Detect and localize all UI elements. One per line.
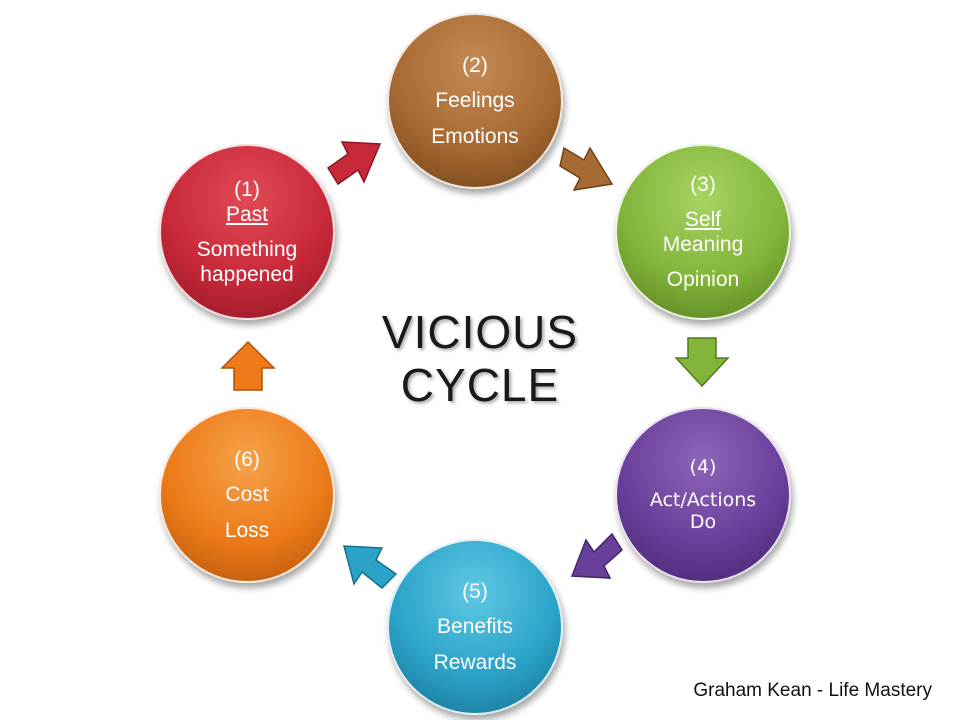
node-act-line-1: (4): [689, 455, 717, 478]
node-past-line-2: Past: [225, 202, 269, 226]
node-feelings-line-1: (2): [462, 54, 488, 78]
node-act-line-2: Act/Actions: [649, 488, 757, 511]
node-feelings-line-2: Feelings: [435, 89, 515, 113]
center-title: VICIOUS CYCLE: [330, 306, 630, 412]
arrow-feelings-to-self-icon: [559, 146, 614, 191]
node-self-line-4: Opinion: [666, 268, 740, 292]
node-past-line-1: (1): [234, 177, 260, 201]
arrow-act-to-benefits-icon: [570, 532, 623, 579]
arrow-past-to-feelings-icon: [326, 141, 382, 186]
arrow-self-to-act-icon: [674, 337, 730, 388]
node-benefits-line-1: (5): [462, 580, 488, 604]
node-self-line-2: Self: [684, 207, 722, 231]
node-benefits-line-2: Benefits: [437, 615, 513, 639]
arrow-cost-to-past-icon: [220, 340, 276, 391]
node-self-line-3: Meaning: [662, 233, 744, 256]
node-cost-line-3: Loss: [224, 518, 270, 542]
node-self-line-1: (3): [690, 172, 716, 196]
node-act-line-3: Do: [689, 511, 717, 534]
center-title-line-2: CYCLE: [400, 358, 560, 411]
node-cost-line-1: (6): [234, 448, 260, 472]
node-past-line-4: happened: [200, 263, 294, 287]
node-benefits-line-3: Rewards: [433, 650, 517, 674]
node-feelings-line-3: Emotions: [431, 124, 519, 148]
node-past-line-3: Something: [196, 238, 298, 261]
center-title-line-1: VICIOUS: [381, 306, 579, 358]
arrow-benefits-to-cost-icon: [343, 545, 398, 590]
node-cost-line-2: Cost: [225, 483, 269, 507]
credit-text: Graham Kean - Life Mastery: [693, 680, 932, 701]
